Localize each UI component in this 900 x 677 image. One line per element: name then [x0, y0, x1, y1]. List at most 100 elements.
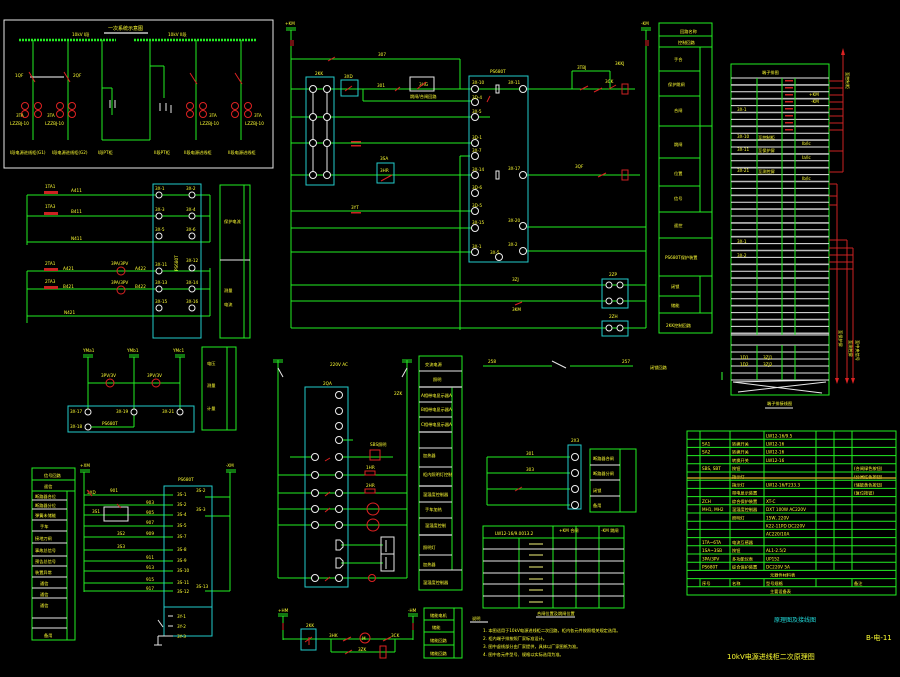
- signal-item-4: 手车: [40, 523, 48, 530]
- ac-item-9: 手车加热: [425, 506, 443, 513]
- bom-merged-cell: 主要设备表: [770, 588, 792, 595]
- ct-label-4: 3TA: [254, 113, 262, 118]
- signal-device-label: PS680T: [178, 477, 194, 482]
- term-r-6: 3X-16: [186, 299, 198, 304]
- ps680t-voltage-device: [67, 405, 195, 433]
- term-r-4: 3X-12: [186, 258, 198, 263]
- voltage-side-1: 电压: [207, 360, 215, 367]
- pt-a: YMa1: [82, 348, 95, 353]
- signal-item-9: 通信: [40, 580, 48, 587]
- primary-frame: [3, 19, 274, 169]
- term-l-1: 3X-1: [155, 186, 165, 191]
- tb-mid-2: 至保护屏: [758, 147, 775, 154]
- ctrl-term-r-2: 3X-17: [508, 166, 520, 171]
- current-side-1: 保护电流: [224, 218, 242, 225]
- interlock-note: 闭锁回路: [650, 364, 668, 371]
- 2qa-label: 2QA: [323, 381, 332, 386]
- term-r-1: 3X-2: [186, 186, 196, 191]
- func-item-10: 储能: [671, 302, 680, 309]
- switch-table-footer: 合闸位置及跳闸位置: [537, 610, 575, 617]
- bom-cell: LW12-16: [766, 458, 785, 463]
- signal-wire-917: 917: [146, 586, 154, 591]
- meter-label-2: 3PA/3PV: [111, 280, 128, 285]
- primary-one-line-diagram: 一次系统示意图 10kV I段 10kV II段 1QF 2QF: [3, 19, 274, 169]
- bom-cell: 照明灯: [732, 514, 745, 521]
- sig-term-l-10: 3S-12: [177, 589, 189, 594]
- signal-dc-plus: +XM: [80, 463, 90, 468]
- breaker-1qf-label: 1QF: [15, 73, 24, 78]
- current-side-column: [219, 184, 251, 339]
- 3hg-box: [409, 76, 435, 92]
- ac-item-1: 交流电源: [425, 361, 443, 368]
- ac-label-2zk: 2ZK: [394, 391, 403, 396]
- interlock-wire-2: 303: [526, 467, 534, 472]
- bom-cell: AC220/10A: [766, 532, 789, 537]
- signal-item-6: 事故总信号: [35, 547, 56, 554]
- signal-wire-911: 911: [146, 555, 154, 560]
- ac-item-5: C相带电显示器A: [421, 421, 452, 428]
- bom-cell: K22-11PD DC220V: [766, 524, 805, 529]
- signal-wire-901: 901: [110, 488, 118, 493]
- ac-item-13: 温湿度控制器: [423, 579, 449, 586]
- ac-item-12: 加热器: [423, 561, 436, 568]
- bom-cell: 型号规格: [766, 580, 784, 587]
- func-item-5: 位置: [674, 170, 682, 177]
- control-device-label: PS680T: [490, 69, 506, 74]
- ctrl-term-l-9: 3X-15: [472, 220, 484, 225]
- close-coil-3hq: [621, 169, 629, 181]
- bom-cell: 综合保护装置: [732, 564, 757, 571]
- bom-cell: 指示灯: [732, 482, 745, 489]
- tb-label-5: 3X-1: [737, 239, 747, 244]
- storage-dc-minus: -HM: [408, 608, 417, 613]
- signal-item-2: 断路器分位: [35, 502, 56, 509]
- signal-wire-915: 915: [146, 577, 154, 582]
- bom-cell: 名称: [732, 580, 740, 587]
- ctrl-term-r-3: 3X-20: [508, 218, 520, 223]
- ac-item-3: A相带电显示器A: [421, 392, 452, 399]
- tb-label-1: 3X-1: [737, 107, 747, 112]
- func-item-7: 遥控: [674, 222, 683, 229]
- overview-title: 一次系统示意图: [108, 25, 143, 32]
- ac-item-7: 柜内照明灯控制: [423, 471, 452, 478]
- aux-3km: 3KM: [512, 307, 521, 312]
- notes: 说明 1. 本图适用于10kV电源进线柜二次回路，柜内各元件按照相关规定选用。 …: [470, 615, 620, 658]
- control-dc-minus: -KM: [641, 21, 649, 26]
- interlock-device-box: [567, 444, 582, 510]
- voltmeter-2: [151, 378, 161, 388]
- sheet-number: B-电-11: [866, 633, 892, 642]
- bom-cell: (复位按钮): [854, 490, 874, 497]
- term-l-5: 3X-13: [155, 280, 167, 285]
- bom-cell: XT-C: [766, 499, 775, 504]
- bom-cell: 按钮: [732, 465, 740, 472]
- signal-left-2: 3S1: [92, 509, 100, 514]
- node-3tbj: 3TBJ: [577, 65, 586, 70]
- bom-cell: (合闸绿色按钮): [854, 465, 883, 472]
- ac-item-8: 温湿度控制器: [423, 491, 449, 498]
- bom-cell: (分闸红色按钮): [854, 473, 883, 480]
- tb-label-6: 3X-2: [737, 253, 747, 258]
- pt-c: YMc1: [172, 348, 184, 353]
- bom-cell: MH1, MH2: [702, 507, 724, 512]
- note-line-1: 1. 本图适用于10kV电源进线柜二次回路，柜内各元件按照相关规定选用。: [483, 627, 620, 634]
- signal-item-1: 断路器合位: [35, 493, 56, 500]
- signal-item-8: 装置异常: [35, 569, 52, 576]
- term-r-3: 3X-6: [186, 227, 196, 232]
- tb-label-10: 3ZJ2: [763, 362, 773, 367]
- wire-a421: A421: [63, 266, 74, 271]
- voltage-circuit: YMa1 YMb1 YMc1 3PV/3V 3PV/3V 3X-17 3X-19…: [67, 346, 237, 433]
- terminal-block: 端子排图 端子排接线图 3X-1 3X-10 3X-11 3X-21 3X-1 …: [721, 48, 861, 409]
- sig-term-l-2: 3S-2: [177, 502, 187, 507]
- meter-ammeter-1: [116, 266, 126, 276]
- ctrl-term-l-8: 3D-5: [472, 203, 482, 208]
- func-item-8: PS680T保护装置: [665, 254, 697, 261]
- current-side-3: 电流: [224, 301, 233, 308]
- ctrl-term-l-3: 3X-5: [472, 109, 482, 114]
- tb-label-2: 3X-10: [737, 134, 749, 139]
- sig-term-r-3: 3S-13: [196, 584, 208, 589]
- ac-label-1hr: 1HR: [366, 465, 375, 470]
- bom-merged-cell: 元器件材料表: [770, 572, 796, 579]
- storage-label-3hk: 3HK: [329, 633, 338, 638]
- ctrl-term-r-5: 3X-5: [490, 250, 500, 255]
- tb-note-top: 至控制柜: [844, 72, 851, 89]
